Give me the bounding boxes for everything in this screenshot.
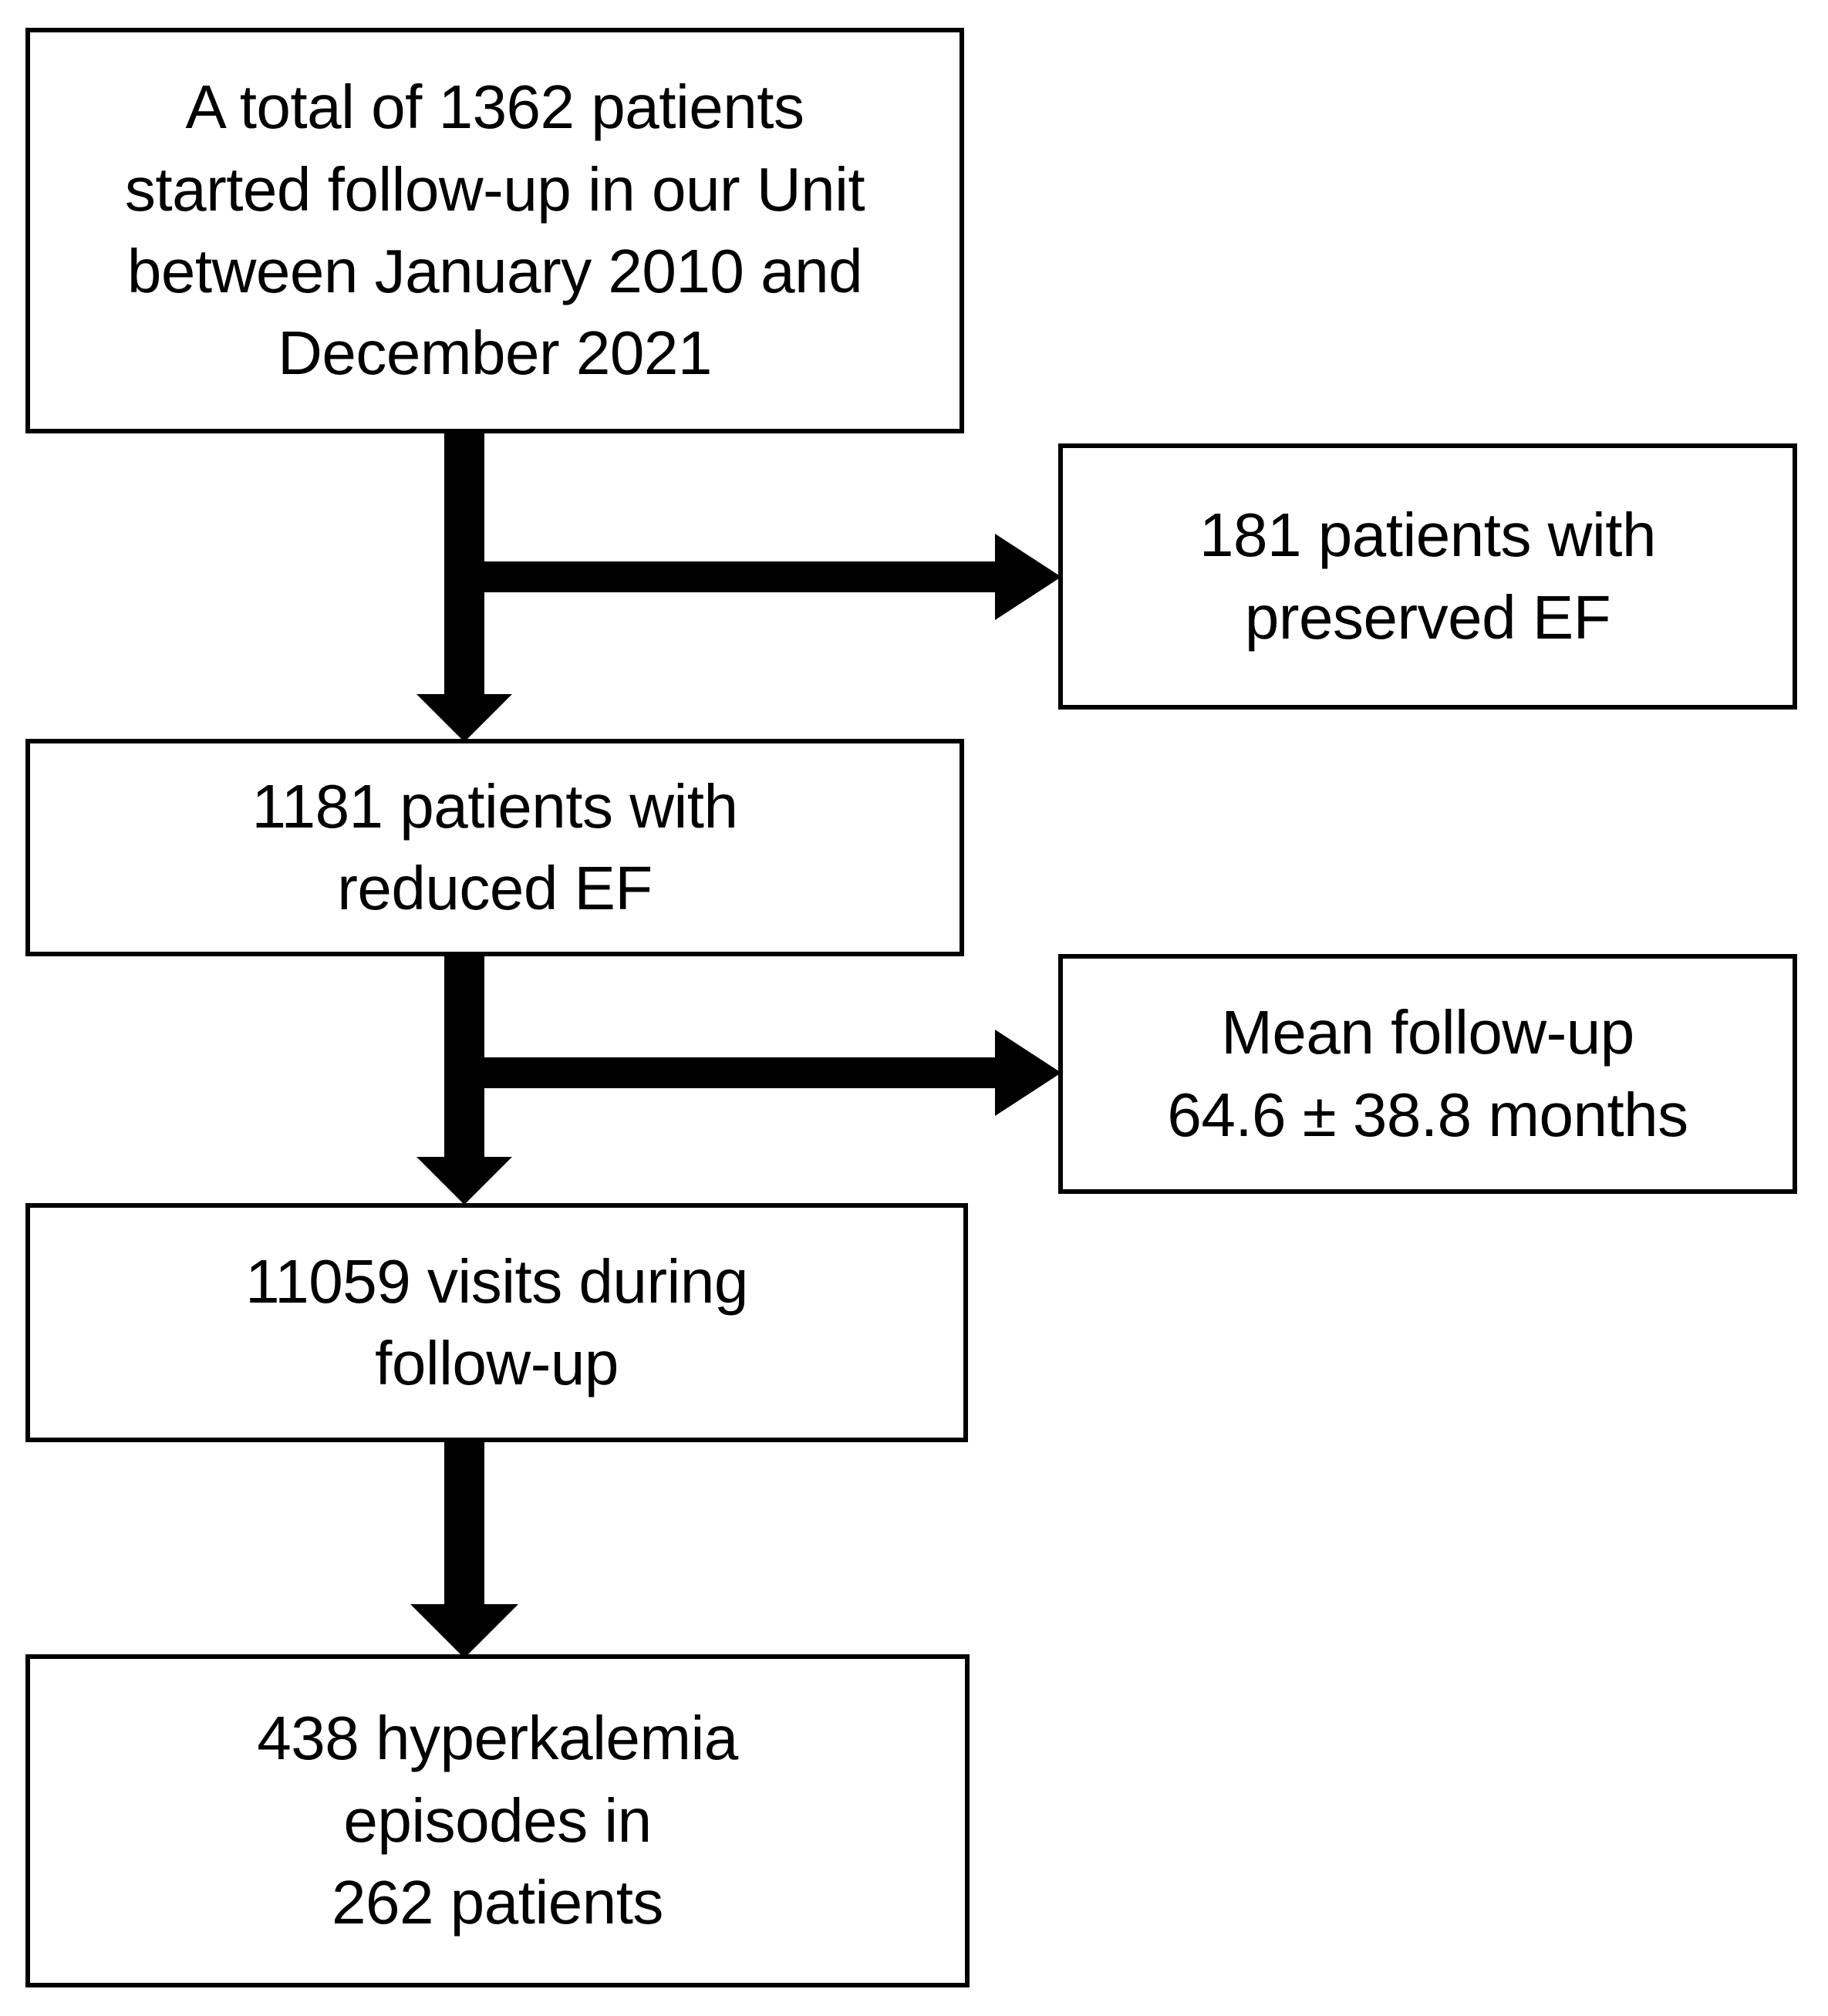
node-reduced-ef: 1181 patients with reduced EF (25, 739, 964, 956)
node-reduced-ef-label: 1181 patients with reduced EF (251, 771, 738, 922)
node-preserved-ef: 181 patients with preserved EF (1058, 443, 1797, 710)
connector-total-to-preserved (484, 534, 1061, 620)
node-total-patients: A total of 1362 patients started follow-… (25, 28, 964, 433)
node-visits: 11059 visits during follow-up (25, 1203, 968, 1442)
node-hyperkalemia-episodes: 438 hyperkalemia episodes in 262 patient… (25, 1654, 970, 1987)
node-total-patients-label: A total of 1362 patients started follow-… (124, 72, 865, 388)
connector-reduced-to-visits (417, 953, 512, 1205)
node-mean-followup-label: Mean follow-up 64.6 ± 38.8 months (1167, 998, 1688, 1149)
node-preserved-ef-label: 181 patients with preserved EF (1199, 501, 1656, 652)
node-visits-label: 11059 visits during follow-up (245, 1246, 748, 1397)
connector-visits-to-episodes (410, 1439, 518, 1658)
connector-total-to-reduced (417, 429, 512, 742)
node-mean-followup: Mean follow-up 64.6 ± 38.8 months (1058, 954, 1797, 1194)
node-hyperkalemia-episodes-label: 438 hyperkalemia episodes in 262 patient… (257, 1704, 738, 1937)
connector-reduced-to-mean-followup (484, 1030, 1061, 1116)
